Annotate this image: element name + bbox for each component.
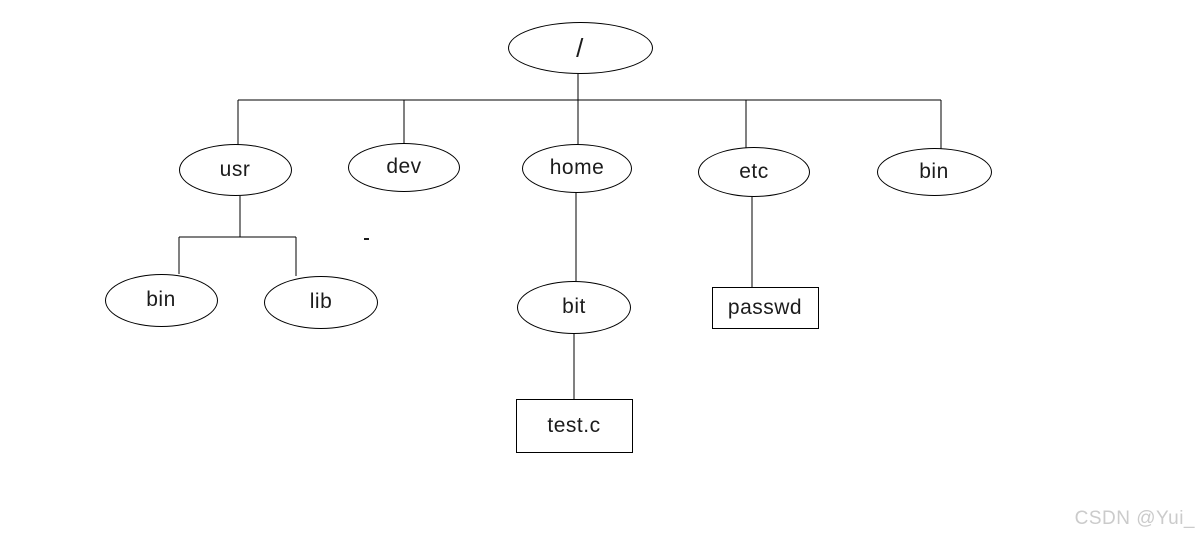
node-bin-usr: bin [104,273,218,327]
node-lib: lib [264,275,378,329]
node-label-bit: bit [562,295,586,318]
node-label-bin-root: bin [919,160,949,183]
node-label-home: home [549,156,605,179]
node-label-bin-usr: bin [146,288,176,311]
stray-mark [364,238,369,240]
node-test-c: test.c [515,399,633,453]
node-label-dev: dev [386,155,422,178]
node-label-lib: lib [309,290,333,313]
node-root: / [507,22,653,74]
node-etc: etc [698,147,810,197]
node-bin-root: bin [876,148,992,196]
node-bit: bit [517,280,631,334]
node-label-passwd: passwd [727,296,803,319]
node-passwd: passwd [711,287,819,329]
node-home: home [522,143,632,193]
watermark: CSDN @Yui_ [1074,508,1195,529]
node-label-test-c: test.c [547,414,601,437]
node-label-etc: etc [739,160,769,183]
node-dev: dev [348,142,460,192]
node-usr: usr [178,144,292,196]
node-label-usr: usr [219,158,251,181]
node-label-root: / [576,32,584,63]
